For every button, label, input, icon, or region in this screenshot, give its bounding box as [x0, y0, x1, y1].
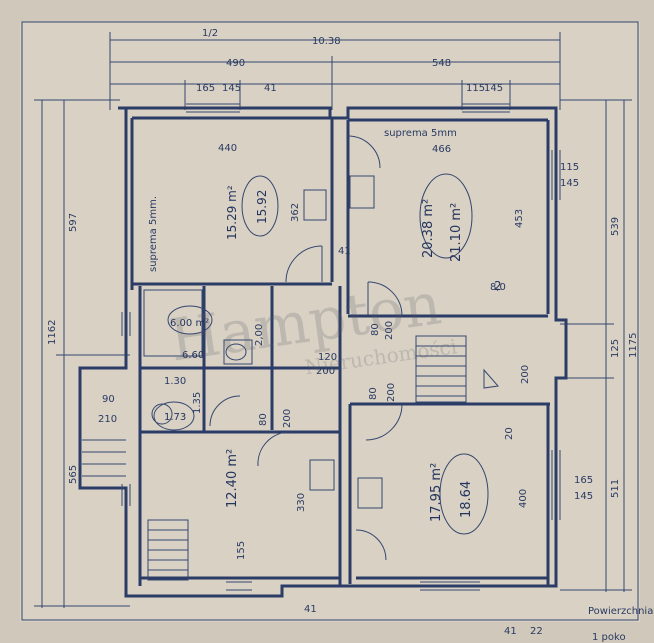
note-line2: 1 poko: [592, 632, 626, 643]
hall1-width: 120: [318, 352, 337, 363]
dim-bottom-small: 41: [304, 604, 317, 615]
right-dimension-lines: [560, 99, 632, 592]
room3-height: 330: [296, 493, 307, 512]
dim-bottom-height-left: 565: [68, 465, 79, 484]
room4-height: 400: [518, 489, 529, 508]
dim-top-window-2b: 145: [484, 83, 503, 94]
dim-top-window-1b: 145: [222, 83, 241, 94]
dim-right-bottom: 511: [610, 479, 621, 498]
porch-width: 90: [102, 394, 115, 405]
room1-width: 440: [218, 143, 237, 154]
room1-area: 15.29 m²: [225, 185, 239, 240]
wc-dim1: 1.30: [164, 376, 186, 387]
room1-height: 362: [290, 203, 301, 222]
fixtures: [143, 175, 383, 509]
bath-area: 6.00 m²: [170, 318, 209, 329]
dim-top-small: 41: [264, 83, 277, 94]
note-line1: Powierzchnia: [588, 606, 653, 617]
hall1-height: 200: [316, 366, 335, 377]
bath-area2: 6.60: [182, 350, 204, 361]
room3-area: 12.40 m²: [225, 449, 240, 508]
note-small1: 41: [504, 626, 517, 637]
interior-walls: [132, 116, 550, 586]
dim-top-window-2: 115: [466, 83, 485, 94]
hall3-height: 200: [386, 383, 397, 402]
dim-overall-height: 1162: [47, 320, 58, 345]
room2-area: 20.38 m²: [421, 199, 436, 258]
hall3-width: 80: [368, 387, 379, 400]
left-dimension-lines: [34, 99, 130, 608]
room4-area: 17.95 m²: [429, 463, 444, 522]
staircase-main: [415, 335, 499, 403]
staircase-small: [147, 519, 189, 581]
paper-sheet: [20, 22, 640, 622]
outer-walls: [78, 106, 568, 598]
stairs-dim: 8,0: [490, 282, 506, 293]
area-circle-r2: [419, 173, 473, 259]
room2-area2: 21.10 m²: [449, 203, 464, 262]
windows: [121, 103, 561, 591]
area-circle-bath: [167, 305, 213, 335]
dim-overall-width: 10.38: [312, 36, 341, 47]
dim-left-width: 490: [226, 58, 245, 69]
room1-area2: 15.92: [255, 190, 269, 224]
porch-height: 210: [98, 414, 117, 425]
dim-right-window-bottom-b: 145: [574, 491, 593, 502]
dim-top-window-1: 165: [196, 83, 215, 94]
room2-height: 453: [514, 209, 525, 228]
hall2-height: 200: [282, 409, 293, 428]
area-circle-wc: [153, 401, 195, 431]
dim-right-top: 539: [610, 217, 621, 236]
room4-area2: 18.64: [459, 481, 474, 518]
area-circle-r1: [241, 175, 279, 237]
dim-right-window-top: 115: [560, 162, 579, 173]
door-small2: 2,00: [254, 324, 265, 346]
hall2-width: 80: [258, 413, 269, 426]
sheet-border: [21, 21, 639, 621]
note-small2: 22: [530, 626, 543, 637]
door-label2: 200: [384, 321, 395, 340]
door-small: 41: [338, 246, 351, 257]
wc-dim2: 1.35: [192, 392, 203, 414]
room1-finish: suprema 5mm.: [148, 196, 159, 272]
corner-scribble: 1/2: [202, 28, 218, 39]
top-dimension-lines: [109, 32, 561, 110]
room2-finish: suprema 5mm: [384, 128, 457, 139]
entrance-steps: [82, 439, 126, 477]
dim-right-width: 548: [432, 58, 451, 69]
dim-top-height-left: 597: [68, 213, 79, 232]
dim-right-window-bottom: 165: [574, 475, 593, 486]
room2-mark: 2: [494, 279, 502, 293]
room3-width: 155: [236, 541, 247, 560]
dim-right-mid: 125: [610, 339, 621, 358]
room2-width: 466: [432, 144, 451, 155]
dim-right-total: 1175: [628, 333, 639, 358]
wc-area: 1.73: [164, 412, 186, 423]
room4-mark: 20: [504, 427, 515, 440]
doors: [209, 135, 403, 561]
area-circle-r4: [439, 453, 489, 535]
door-label: 80: [370, 323, 381, 336]
stairs-height: 200: [520, 365, 531, 384]
dim-right-window-top-b: 145: [560, 178, 579, 189]
